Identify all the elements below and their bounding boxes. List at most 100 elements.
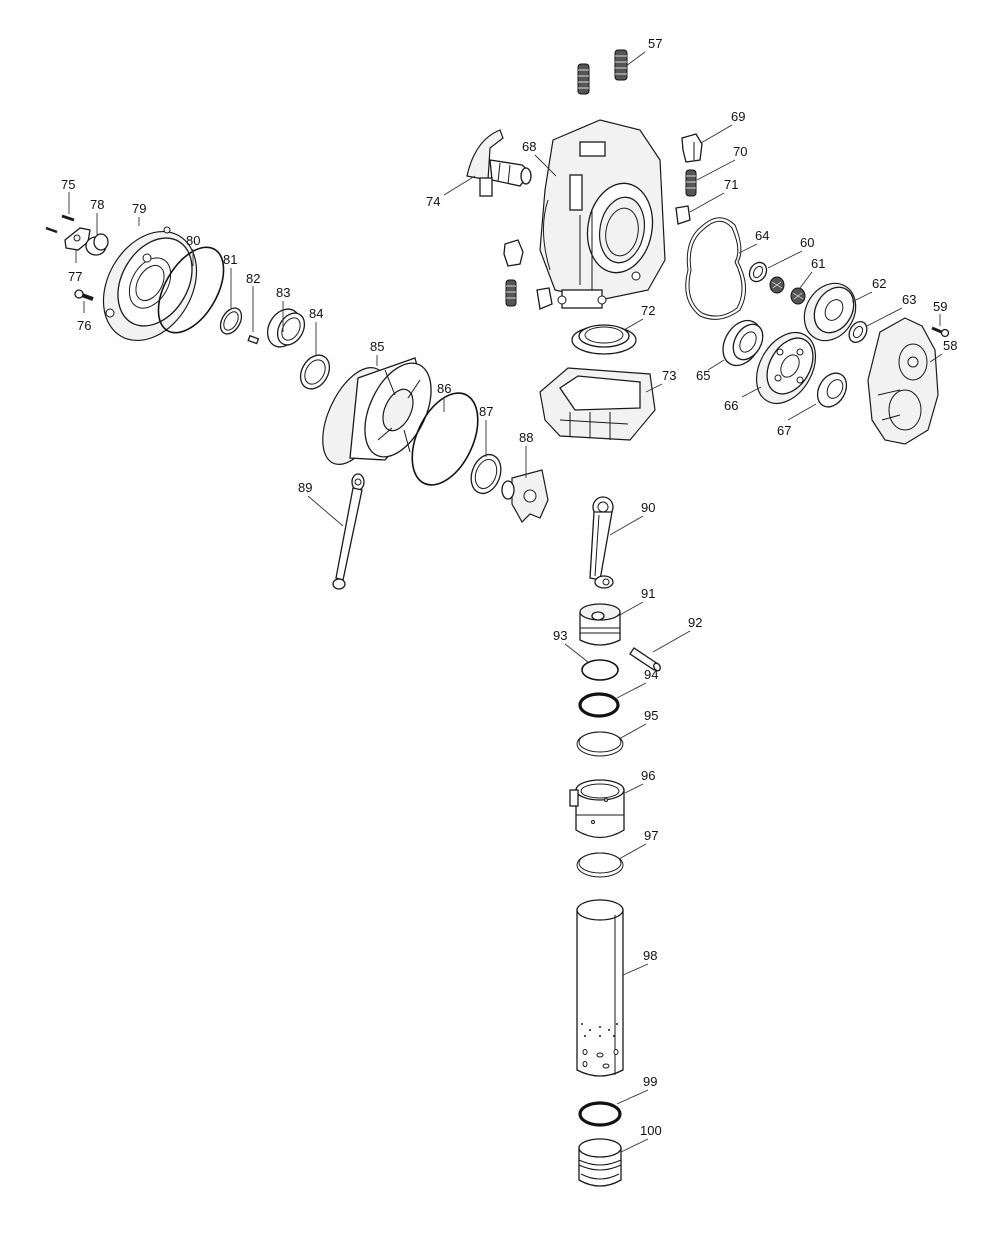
part-58-gear-cover bbox=[867, 317, 939, 445]
callout-80: 80 bbox=[186, 233, 200, 266]
part-87-washer bbox=[470, 453, 502, 495]
callout-61: 61 bbox=[799, 256, 825, 289]
leader-line bbox=[787, 403, 817, 421]
leader-line bbox=[689, 192, 725, 213]
part-59-screw bbox=[931, 326, 950, 338]
callout-number: 71 bbox=[724, 177, 738, 192]
callout-58: 58 bbox=[929, 338, 957, 363]
part-83-bearing-housing bbox=[266, 308, 306, 348]
callout-57: 57 bbox=[625, 36, 662, 67]
leader-line bbox=[625, 51, 646, 67]
leader-line bbox=[616, 1089, 649, 1105]
part-64-gasket bbox=[685, 217, 746, 320]
part-57-springs bbox=[577, 49, 628, 95]
callout-98: 98 bbox=[622, 948, 657, 976]
callout-number: 61 bbox=[811, 256, 825, 271]
part-small-spring-left bbox=[505, 279, 517, 307]
leader-line bbox=[738, 243, 758, 254]
callout-99: 99 bbox=[616, 1074, 657, 1105]
leader-line bbox=[707, 359, 725, 371]
callout-88: 88 bbox=[519, 430, 533, 478]
leader-line bbox=[618, 723, 647, 740]
callout-number: 90 bbox=[641, 500, 655, 515]
leader-line bbox=[624, 783, 644, 794]
callout-number: 72 bbox=[641, 303, 655, 318]
leader-line bbox=[741, 386, 762, 398]
callout-number: 83 bbox=[276, 285, 290, 300]
leader-line bbox=[534, 154, 557, 177]
callout-number: 86 bbox=[437, 381, 451, 396]
callout-number: 95 bbox=[644, 708, 658, 723]
part-78-bushing bbox=[85, 233, 109, 256]
part-86-o-ring bbox=[411, 392, 479, 486]
callout-71: 71 bbox=[689, 177, 738, 213]
part-79-end-cover bbox=[102, 226, 198, 342]
leader-line bbox=[618, 843, 647, 860]
callout-66: 66 bbox=[724, 386, 762, 413]
part-61-needle-bearings bbox=[769, 276, 806, 305]
callout-92: 92 bbox=[652, 615, 702, 653]
part-72-cylinder-seal bbox=[571, 324, 637, 355]
callout-number: 68 bbox=[522, 139, 536, 154]
leader-line bbox=[799, 271, 813, 289]
part-65-bearing bbox=[722, 319, 764, 367]
part-90-connecting-rod bbox=[589, 496, 614, 589]
leader-line bbox=[617, 601, 644, 617]
callout-60: 60 bbox=[767, 235, 814, 269]
callout-91: 91 bbox=[617, 586, 655, 617]
callout-85: 85 bbox=[370, 339, 384, 366]
leader-line bbox=[929, 353, 943, 363]
part-93-o-ring bbox=[581, 659, 619, 681]
part-84-washer bbox=[299, 354, 331, 390]
part-96-cylinder-sleeve bbox=[569, 779, 625, 839]
callout-number: 99 bbox=[643, 1074, 657, 1089]
callout-65: 65 bbox=[696, 359, 725, 383]
leader-line bbox=[700, 124, 733, 144]
callout-81: 81 bbox=[223, 252, 237, 308]
callout-97: 97 bbox=[618, 828, 658, 860]
part-73-base-frame bbox=[539, 367, 656, 441]
callout-78: 78 bbox=[90, 197, 104, 236]
callout-number: 77 bbox=[68, 269, 82, 284]
callout-95: 95 bbox=[618, 708, 658, 740]
callout-69: 69 bbox=[700, 109, 745, 144]
part-70-spring bbox=[685, 169, 697, 197]
leader-line bbox=[609, 515, 644, 536]
callout-number: 64 bbox=[755, 228, 769, 243]
callout-number: 89 bbox=[298, 480, 312, 495]
callout-number: 57 bbox=[648, 36, 662, 51]
callout-89: 89 bbox=[298, 480, 344, 527]
callout-number: 82 bbox=[246, 271, 260, 286]
leader-line bbox=[622, 963, 649, 976]
part-100-piston-cap bbox=[578, 1138, 622, 1187]
callout-number: 65 bbox=[696, 368, 710, 383]
callout-number: 58 bbox=[943, 338, 957, 353]
callout-96: 96 bbox=[624, 768, 655, 794]
callout-number: 93 bbox=[553, 628, 567, 643]
part-89-connecting-rod bbox=[332, 473, 365, 590]
part-97-ring bbox=[576, 852, 624, 878]
part-76-bolt bbox=[74, 289, 94, 301]
part-88-eccentric-cam bbox=[501, 469, 549, 523]
callout-number: 78 bbox=[90, 197, 104, 212]
part-92-piston-pin bbox=[629, 647, 661, 672]
part-95-ring bbox=[576, 731, 624, 757]
part-98-cylinder-tube bbox=[576, 899, 624, 1077]
callout-number: 80 bbox=[186, 233, 200, 248]
callout-number: 67 bbox=[777, 423, 791, 438]
leader-line bbox=[851, 291, 873, 303]
part-74-selector-knob bbox=[466, 129, 532, 197]
part-71-block bbox=[675, 205, 691, 225]
part-75-screw bbox=[45, 214, 75, 234]
callout-84: 84 bbox=[309, 306, 323, 356]
callout-number: 69 bbox=[731, 109, 745, 124]
callout-70: 70 bbox=[696, 144, 747, 181]
part-82-key bbox=[247, 334, 260, 345]
leader-line bbox=[620, 1138, 649, 1153]
part-60-washer bbox=[748, 261, 768, 283]
leader-line bbox=[866, 307, 903, 327]
leader-line bbox=[307, 495, 344, 527]
callout-76: 76 bbox=[77, 301, 91, 333]
callout-number: 84 bbox=[309, 306, 323, 321]
